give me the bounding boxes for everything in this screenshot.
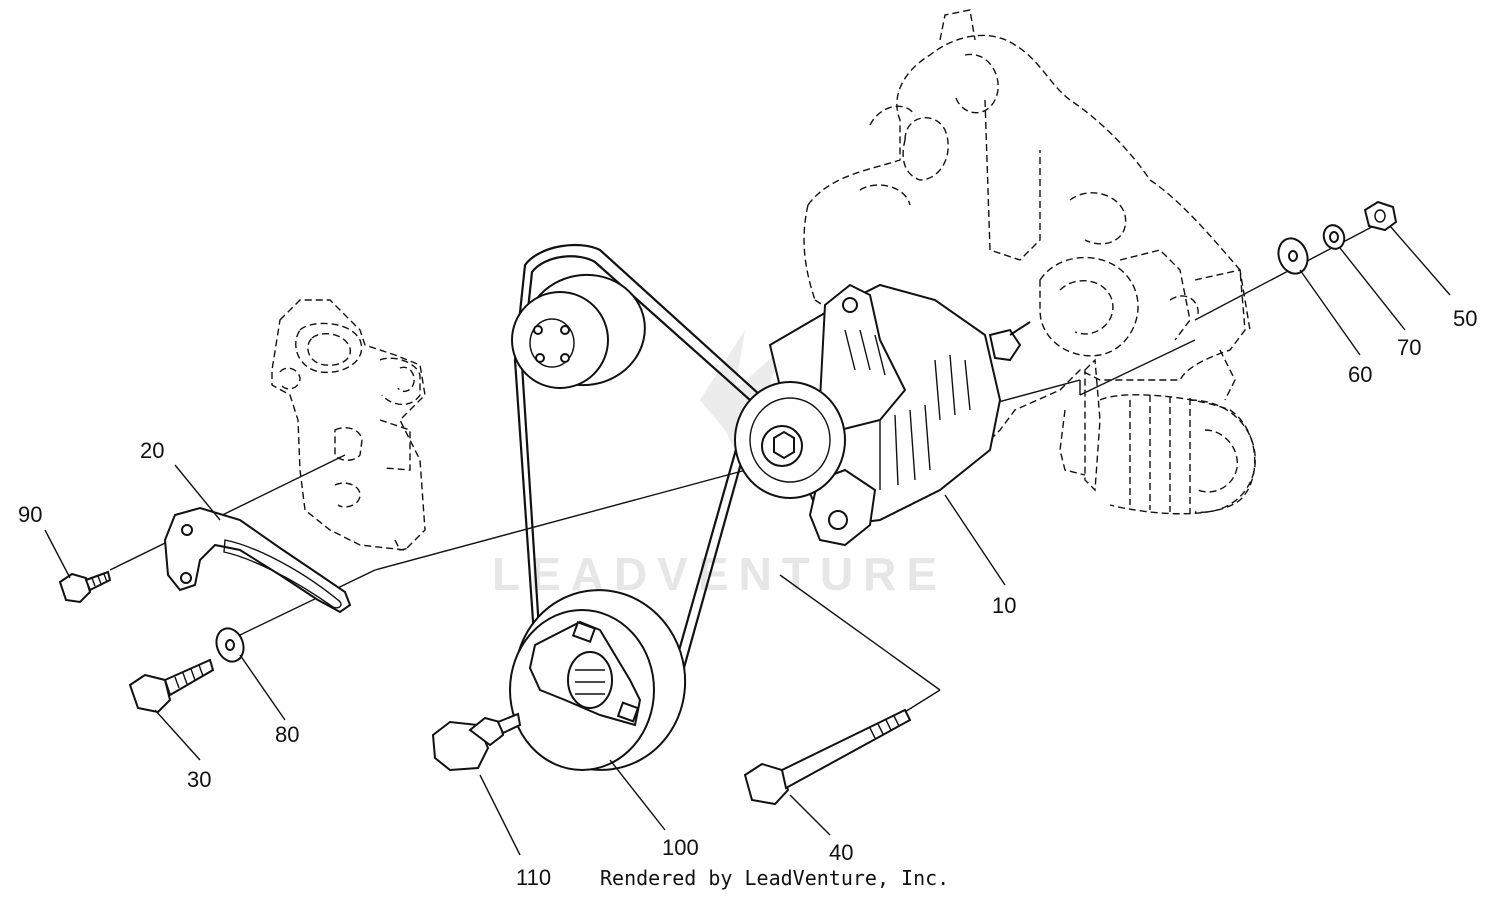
lock-washer-70 — [1322, 224, 1346, 250]
bolt-110 — [431, 712, 522, 772]
water-pump-pulley — [511, 273, 646, 389]
crank-pulley — [509, 589, 687, 771]
washer-60 — [1277, 237, 1309, 275]
callout-90: 90 — [18, 502, 42, 527]
callout-20: 20 — [140, 438, 164, 463]
bolt-30 — [128, 658, 215, 714]
callout-110: 110 — [516, 865, 551, 890]
engine-block — [803, 9, 1256, 515]
callout-100: 100 — [662, 835, 699, 860]
callouts: 10 20 30 40 50 60 70 80 90 100 110 — [18, 306, 1477, 890]
callout-70: 70 — [1397, 335, 1421, 360]
alternator — [734, 283, 1031, 547]
bolt-90 — [58, 570, 112, 604]
callout-50: 50 — [1453, 306, 1477, 331]
nut-50 — [1363, 200, 1398, 232]
callout-30: 30 — [187, 767, 211, 792]
callout-80: 80 — [275, 722, 299, 747]
adjusting-bracket — [163, 506, 352, 614]
washer-80 — [215, 627, 245, 663]
credit-text: Rendered by LeadVenture, Inc. — [600, 866, 949, 890]
thermostat-housing — [271, 299, 426, 551]
leader-lines — [44, 225, 1451, 856]
bolt-40 — [743, 708, 912, 806]
callout-40: 40 — [829, 840, 853, 865]
callout-10: 10 — [992, 593, 1016, 618]
watermark-text: LEADVENTURE — [492, 548, 947, 600]
callout-60: 60 — [1348, 362, 1372, 387]
